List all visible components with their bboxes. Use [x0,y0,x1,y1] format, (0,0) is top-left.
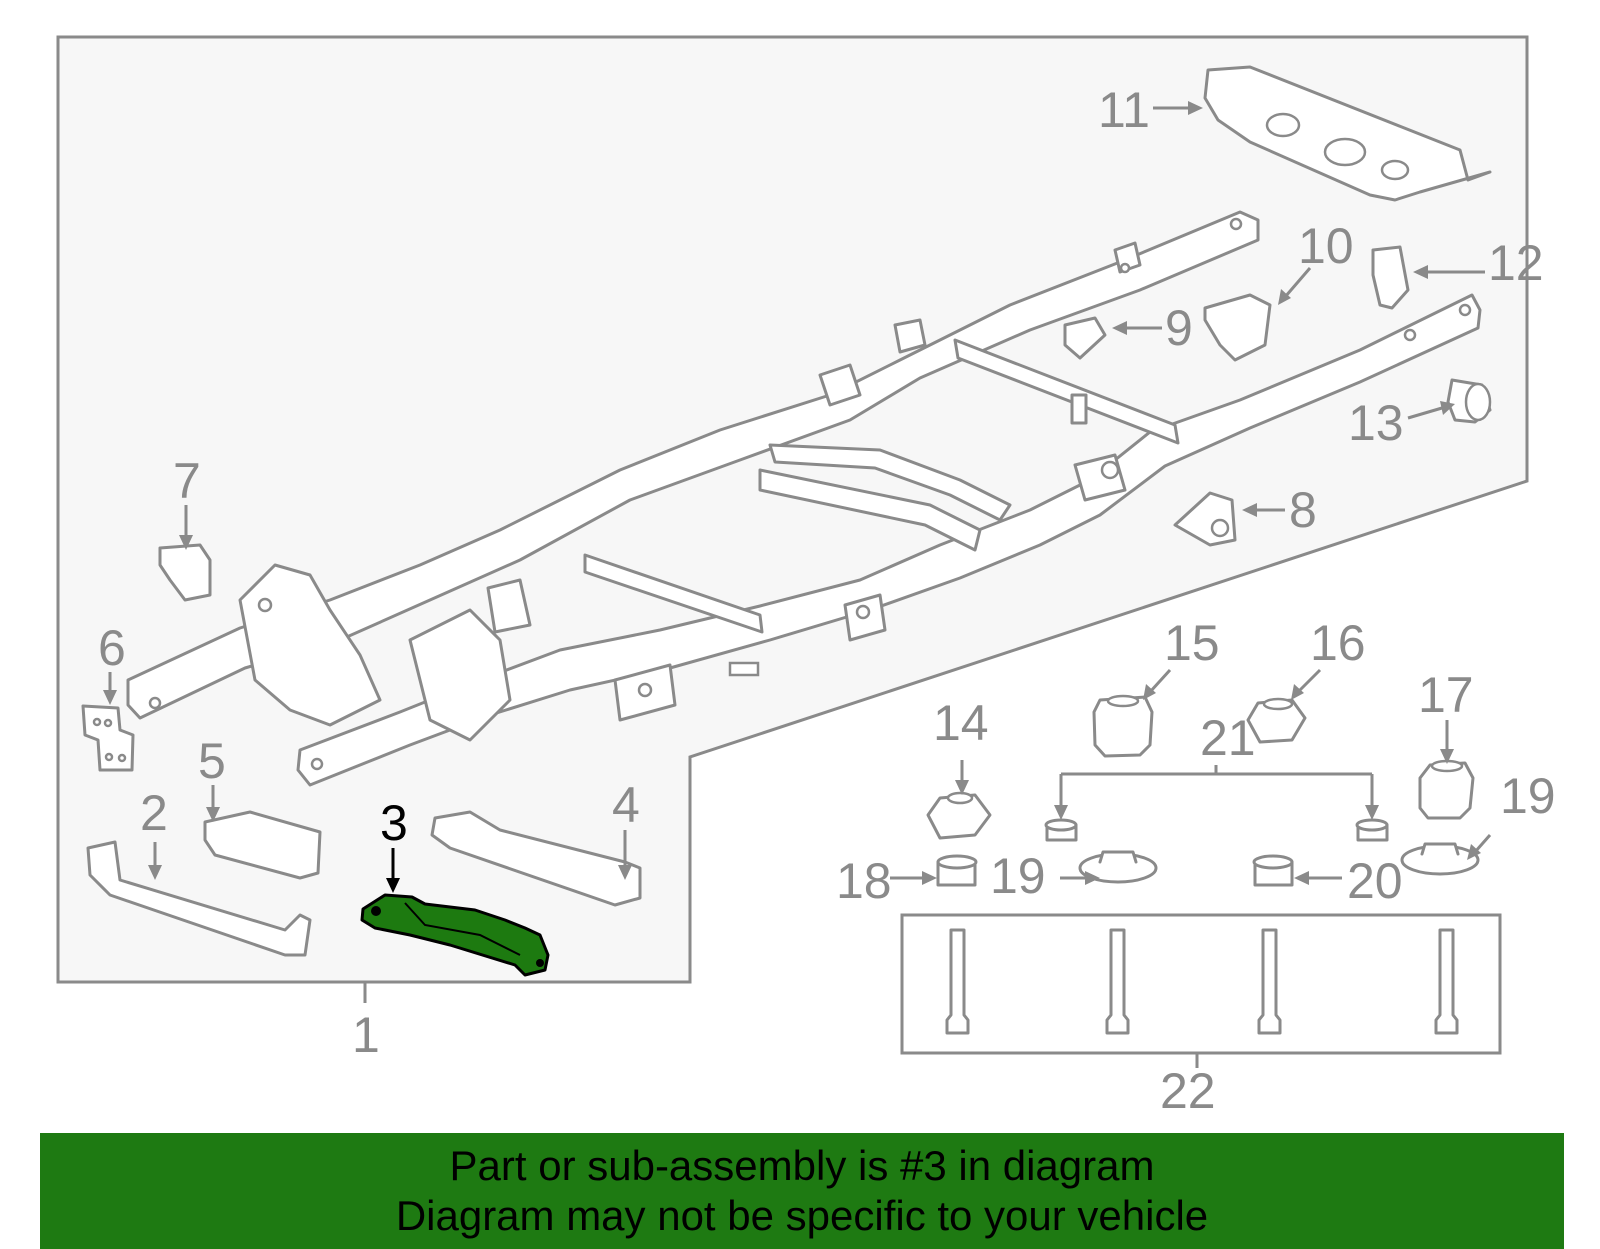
callout-22: 22 [1160,1063,1216,1119]
callout-2: 2 [140,785,168,841]
part-16-mount [1246,697,1307,744]
part-8-bracket [1173,491,1237,547]
part-3-highlighted [360,893,550,977]
callout-10: 10 [1298,218,1354,274]
part-2-rail [86,840,312,957]
part-18-washer [936,854,978,887]
callout-18: 18 [836,853,892,909]
part-5-plate [203,810,322,880]
part-4-rail [430,810,642,907]
callout-17: 17 [1418,667,1474,723]
callout-13: 13 [1348,395,1404,451]
banner-line-disclaimer: Diagram may not be specific to your vehi… [395,1192,1209,1239]
part-7-bracket [158,543,212,602]
callout-6: 6 [98,620,126,676]
banner-line-part: Part or sub-assembly is #3 in diagram [449,1142,1155,1189]
callout-9: 9 [1165,300,1193,356]
callout-15: 15 [1164,615,1220,671]
part-15-mount [1092,694,1154,758]
callout-20: 20 [1347,853,1403,909]
callout-19-right: 19 [1500,768,1556,824]
callout-4: 4 [612,777,640,833]
callout-5: 5 [198,733,226,789]
part-9-bracket [1063,316,1107,360]
callout-19-left: 19 [990,848,1046,904]
callout-12: 12 [1488,235,1544,291]
callout-21: 21 [1200,710,1256,766]
part-10-bracket [1203,293,1272,362]
callout-8: 8 [1289,482,1317,538]
callout-3: 3 [380,795,408,851]
part-20-washer [1252,854,1294,887]
part-info-banner: Part or sub-assembly is #3 in diagram Di… [40,1133,1564,1249]
part-12-bracket [1371,245,1410,310]
callout-1: 1 [352,1007,380,1063]
part-19-washer-left [1078,850,1158,884]
vehicle-frame [126,210,1482,787]
callout-7: 7 [173,453,201,509]
part-11-rear-crossmember [1203,65,1492,202]
callout-14: 14 [933,695,989,751]
part-22-bolts [900,913,1502,1068]
callout-11: 11 [1098,82,1150,138]
part-21-spacers [1044,818,1389,842]
part-13-bushing [1446,378,1492,424]
part-6-plate [81,704,135,772]
part-14-mount [926,791,992,840]
callout-16: 16 [1310,615,1366,671]
part-19-washer-right [1400,842,1480,876]
leader-lines [103,101,1492,893]
part-17-mount [1418,759,1475,820]
